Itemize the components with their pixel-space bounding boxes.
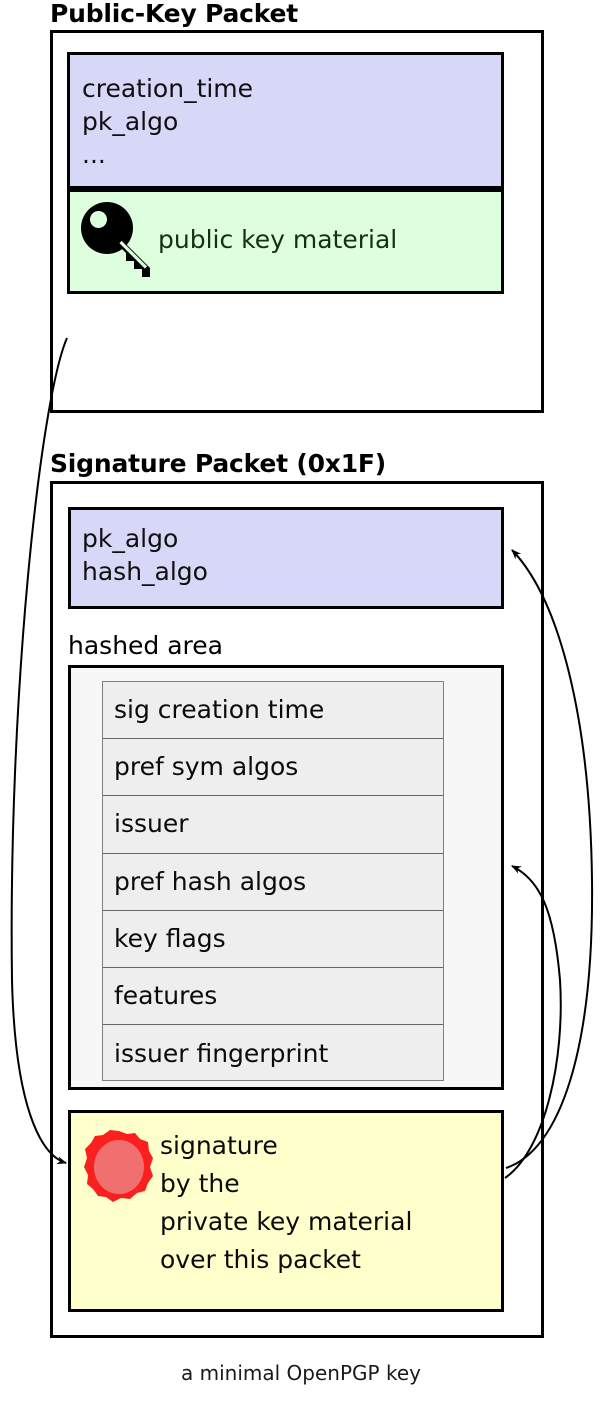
public-key-material-label: public key material: [158, 225, 398, 254]
hashed-area-label: hashed area: [68, 631, 223, 660]
hashed-subpacket-item: issuer fingerprint: [114, 1038, 329, 1068]
hashed-subpacket-item: features: [103, 968, 443, 1026]
hashed-subpacket-item: key flags: [103, 911, 443, 968]
hashed-subpacket-item: issuer: [103, 796, 443, 854]
public-key-packet-title: Public-Key Packet: [50, 0, 299, 28]
signature-packet-title: Signature Packet (0x1F): [50, 449, 387, 478]
wax-seal-icon: [84, 1130, 153, 1202]
hashed-subpacket-item: pref sym algos: [103, 739, 443, 797]
public-key-header-block: creation_time pk_algo ...: [67, 52, 504, 189]
hashed-subpacket-item: sig creation time: [103, 682, 443, 740]
signature-value-text: signature by the private key material ov…: [160, 1131, 413, 1274]
signature-header-block: pk_algo hash_algo: [68, 507, 504, 609]
signature-header-fields: pk_algo hash_algo: [82, 524, 208, 586]
public-key-header-fields: creation_time pk_algo ...: [82, 74, 254, 169]
signature-value-block: signature by the private key material ov…: [68, 1110, 504, 1312]
diagram-caption: a minimal OpenPGP key: [181, 1361, 421, 1385]
key-icon: [81, 202, 150, 277]
hashed-subpacket-item: pref hash algos: [103, 854, 443, 911]
public-key-material-block: public key material: [67, 189, 504, 294]
